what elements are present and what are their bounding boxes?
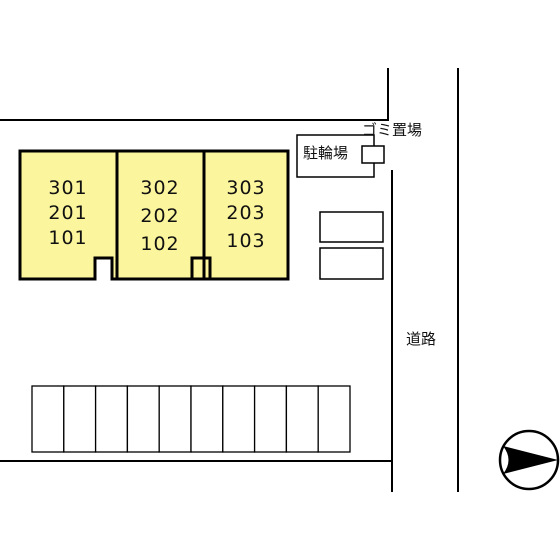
garbage-area-label: ゴミ置場 (362, 121, 422, 139)
parking-space (285, 385, 319, 453)
parking-space (253, 385, 288, 453)
parking-space (190, 385, 224, 453)
unit-203: 203 (226, 202, 265, 224)
storage-box-1 (319, 211, 384, 243)
compass-arrow (503, 446, 558, 474)
unit-303: 303 (226, 177, 265, 199)
unit-301: 301 (48, 177, 87, 199)
parking-space (126, 385, 160, 453)
unit-103: 103 (226, 230, 265, 252)
building-3-outline (190, 149, 290, 281)
bicycle-parking-label: 駐輪場 (303, 144, 348, 162)
north-arrow-icon (498, 429, 560, 491)
parking-space (317, 385, 351, 453)
building-2: 302 202 102 (115, 149, 212, 281)
unit-302: 302 (140, 177, 179, 199)
unit-102: 102 (140, 233, 179, 255)
parking-space (222, 385, 256, 453)
parking-space (158, 385, 192, 453)
building-1: 301 201 101 (18, 149, 119, 281)
site-boundary (0, 68, 389, 121)
unit-201: 201 (48, 202, 87, 224)
parking-space (31, 385, 65, 453)
parking-space (63, 385, 97, 453)
parking-space (94, 385, 129, 453)
road-label: 道路 (406, 330, 436, 348)
unit-101: 101 (48, 227, 87, 249)
garbage-area-box (361, 145, 385, 164)
parking-spaces (31, 385, 351, 453)
storage-box-2 (319, 247, 384, 280)
building-3: 303 203 103 (190, 149, 290, 281)
unit-202: 202 (140, 205, 179, 227)
